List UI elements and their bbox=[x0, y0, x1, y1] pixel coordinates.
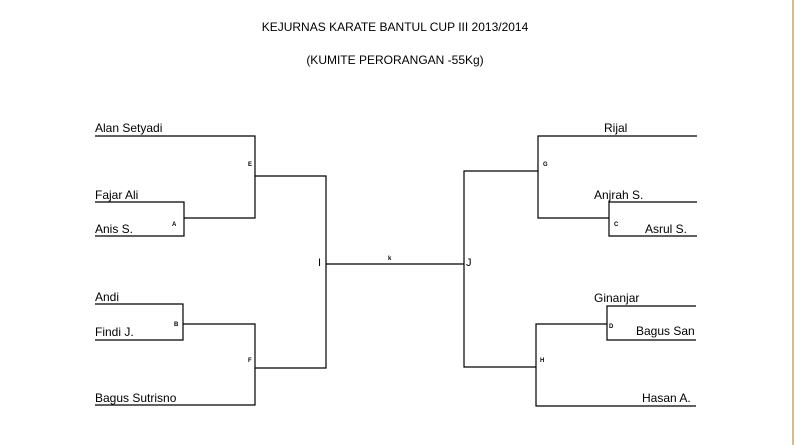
line-j bbox=[463, 170, 538, 368]
match-label: C bbox=[614, 222, 619, 228]
line-b-f bbox=[95, 323, 256, 406]
line-g bbox=[537, 135, 697, 219]
match-label: H bbox=[540, 358, 545, 364]
player-name: Findi J. bbox=[95, 325, 134, 339]
page-subtitle: (KUMITE PERORANGAN -55Kg) bbox=[306, 53, 484, 67]
player-name: Bagus Sutrisno bbox=[95, 391, 177, 405]
player-name: Asrul S. bbox=[645, 222, 688, 236]
player-name: Rijal bbox=[604, 121, 628, 135]
player-name: Bagus San bbox=[636, 324, 695, 338]
line-c bbox=[608, 201, 697, 237]
line-e-i bbox=[255, 175, 327, 369]
match-label: J bbox=[466, 257, 472, 269]
page-title: KEJURNAS KARATE BANTUL CUP III 2013/2014 bbox=[261, 20, 529, 34]
match-label: A bbox=[172, 222, 177, 228]
line-andi bbox=[95, 303, 184, 341]
player-name: Andi bbox=[95, 290, 120, 304]
match-label: I bbox=[318, 257, 322, 269]
player-name: Hasan A. bbox=[642, 391, 691, 405]
player-name: Anis S. bbox=[95, 222, 134, 236]
line-alan bbox=[95, 135, 256, 219]
player-name: Alan Setyadi bbox=[95, 121, 163, 135]
match-label: F bbox=[248, 358, 252, 364]
match-label: k bbox=[388, 256, 392, 262]
match-label: E bbox=[248, 162, 253, 168]
line-d bbox=[606, 305, 696, 341]
player-name: Anjrah S. bbox=[594, 188, 644, 202]
match-label: D bbox=[609, 324, 614, 330]
match-label: G bbox=[543, 162, 548, 168]
line-fajar bbox=[95, 201, 185, 237]
match-label: B bbox=[174, 322, 179, 328]
line-h bbox=[535, 323, 696, 407]
player-name: Ginanjar bbox=[594, 291, 640, 305]
player-name: Fajar Ali bbox=[95, 188, 139, 202]
